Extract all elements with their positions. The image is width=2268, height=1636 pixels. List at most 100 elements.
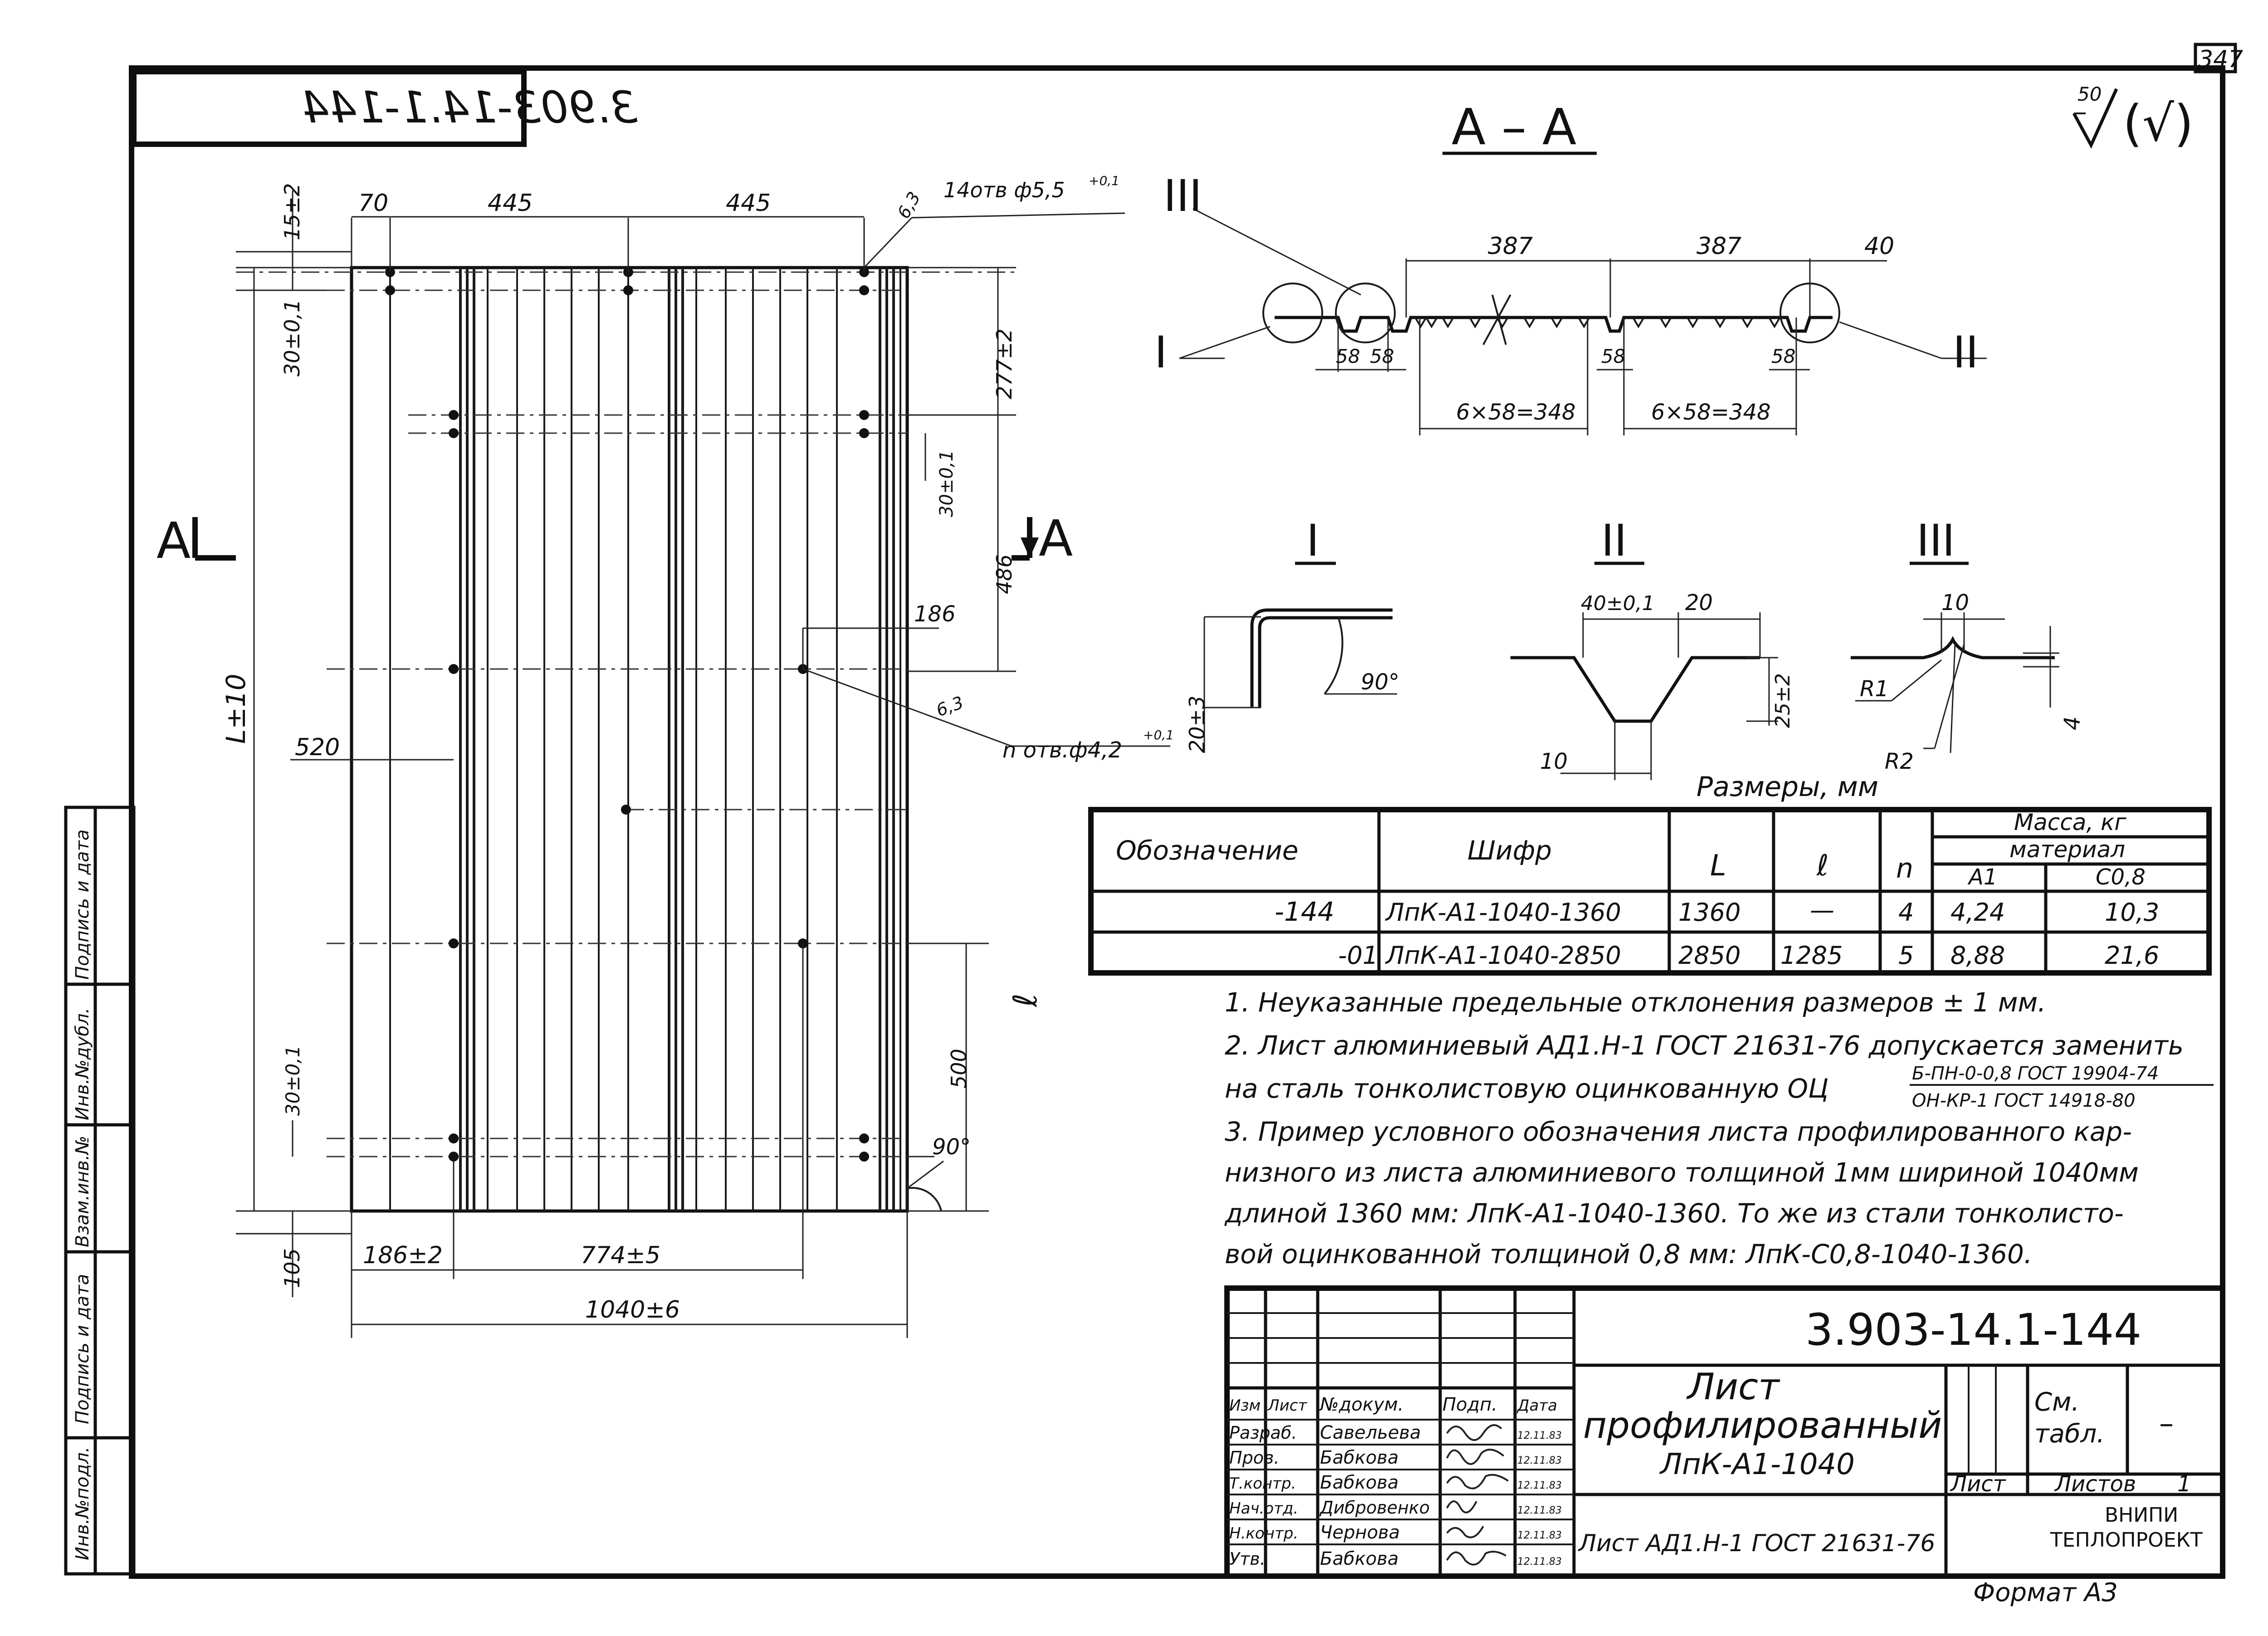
det-40: 40±0,1	[1581, 592, 1655, 615]
dim-774: 774±5	[581, 1242, 660, 1269]
signatures	[1446, 1424, 1509, 1566]
det-r1: R1	[1860, 676, 1889, 702]
td-a1: 4,24	[1950, 898, 2005, 927]
note-2a: 2. Лист алюминиевый АД1.Н-1 ГОСТ 21631-7…	[1225, 1030, 2184, 1061]
dim-186: 186	[914, 601, 956, 627]
side-stamp-2: Подпись и дата	[72, 1274, 93, 1424]
tb-lists-val: 1	[2177, 1471, 2191, 1497]
title-block	[1224, 1285, 2225, 1579]
td-n: 5	[1898, 941, 1914, 970]
sec-348-a: 6×58=348	[1456, 400, 1576, 425]
dim-holes-top: 14отв ф5,5	[943, 178, 1065, 202]
sec-58-a: 58	[1336, 345, 1360, 367]
roughness-paren: (√)	[2123, 94, 2194, 152]
th-designation: Обозначение	[1116, 835, 1298, 866]
det-20b: 20	[1685, 590, 1713, 615]
dim-186b: 186±2	[363, 1242, 443, 1269]
dim-1040: 1040±6	[585, 1296, 680, 1323]
td-a1: 8,88	[1950, 941, 2005, 970]
dim-445-b: 445	[726, 190, 771, 217]
tb-name-2: профилированный	[1583, 1404, 1942, 1446]
det-4: 4	[2060, 716, 2085, 730]
tb-date-1: 12.11.83	[1517, 1430, 1562, 1441]
section-mark-III: III	[1163, 171, 1202, 221]
note-2-denominator: ОН-КР-1 ГОСТ 14918-80	[1912, 1090, 2136, 1111]
td-L: 2850	[1678, 941, 1740, 970]
title-block-texts: 3.903-14.1-144 Лист профилированный ЛпК-…	[1229, 1304, 2203, 1607]
dim-486: 486	[992, 554, 1017, 594]
dim-70: 70	[358, 190, 388, 217]
table-row-1: -144 ЛпК-А1-1040-1360 1360 — 4 4,24 10,3	[1275, 896, 2159, 927]
det-25: 25±2	[1771, 673, 1794, 728]
det-10: 10	[1540, 749, 1568, 774]
tb-dash: –	[2159, 1407, 2174, 1441]
side-stamp-5: Подпись и дата	[72, 830, 93, 980]
th-l: ℓ	[1816, 849, 1828, 883]
tb-role-4: Нач.отд.	[1229, 1499, 1298, 1518]
detail-titles: I II III	[1295, 515, 1969, 566]
note-3a: 3. Пример условного обозначения листа пр…	[1225, 1116, 2132, 1147]
section-texts: III I II 387 387 40 58 58 58 58 6×58=348…	[1154, 171, 1979, 425]
td-c08: 10,3	[2105, 898, 2159, 927]
sec-40: 40	[1864, 233, 1894, 260]
note-3c: длиной 1360 мм: ЛпК-А1-1040-1360. То же …	[1224, 1198, 2124, 1229]
section-title: А – А	[1452, 98, 1576, 156]
tb-name-p5: Чернова	[1320, 1522, 1400, 1543]
dim-30-b: 30±0,1	[936, 450, 957, 517]
tb-name-p6: Бабкова	[1320, 1548, 1398, 1569]
holes	[385, 267, 869, 1162]
section-marker-right	[1012, 517, 1039, 561]
th-n: n	[1896, 853, 1913, 884]
tb-date-6: 12.11.83	[1517, 1556, 1562, 1568]
section-marker-left	[192, 517, 236, 561]
dim-105: 105	[280, 1248, 304, 1288]
detail-III-drawing	[1851, 612, 2059, 753]
detail-II: II	[1601, 515, 1627, 566]
sec-58-c: 58	[1601, 345, 1625, 367]
tb-org-1: ВНИПИ	[2105, 1504, 2178, 1527]
th-L: L	[1710, 849, 1726, 883]
dim-15: 15±2	[280, 183, 304, 240]
roughness-icon	[2072, 88, 2118, 149]
tb-name-1: Лист	[1686, 1366, 1780, 1408]
tb-name-p1: Савельева	[1320, 1422, 1421, 1443]
dim-30-c: 30±0,1	[282, 1045, 304, 1116]
det-r2: R2	[1885, 749, 1914, 774]
tb-list-label: Лист	[1950, 1471, 2007, 1497]
th-material: материал	[2009, 836, 2125, 863]
tb-head-date: Дата	[1516, 1397, 1557, 1415]
td-designation: -01	[1338, 941, 1378, 970]
mirrored-code: 3.903-14.1-144	[301, 82, 637, 133]
tb-date-4: 12.11.83	[1517, 1505, 1562, 1516]
dim-520: 520	[295, 734, 340, 761]
th-a1: А1	[1967, 864, 1997, 890]
dim-holes-top-tol: +0,1	[1089, 173, 1119, 188]
dim-holes-mid-tol: +0,1	[1143, 728, 1174, 742]
td-designation: -144	[1275, 896, 1334, 927]
section-mark-II: II	[1953, 327, 1979, 378]
side-stamp-1: Инв.№подл.	[72, 1446, 93, 1560]
detail-III: III	[1916, 515, 1955, 566]
tb-org-2: ТЕПЛОПРОЕКТ	[2050, 1529, 2203, 1552]
tb-head-list: Лист	[1267, 1397, 1307, 1415]
tb-name-3: ЛпК-А1-1040	[1659, 1448, 1855, 1481]
detail-I: I	[1306, 515, 1319, 566]
corrugation-lines	[389, 268, 901, 1211]
section-mark-I: I	[1154, 327, 1167, 378]
plan-view	[236, 266, 1016, 1213]
spec-table	[1088, 807, 2212, 976]
sec-387-b: 387	[1696, 233, 1741, 260]
table-row-2: -01 ЛпК-А1-1040-2850 2850 1285 5 8,88 21…	[1338, 941, 2159, 970]
detail-I-drawing	[1203, 608, 1397, 753]
section-profile	[1179, 208, 1987, 435]
side-stamp-3: Взам.инв.№	[72, 1136, 93, 1247]
tb-role-3: Т.контр.	[1229, 1475, 1296, 1493]
dim-30-a: 30±0,1	[280, 299, 304, 376]
tb-role-5: Н.контр.	[1229, 1524, 1298, 1543]
tb-role-1: Разраб.	[1229, 1423, 1297, 1443]
td-n: 4	[1898, 898, 1914, 927]
td-l: —	[1810, 896, 1834, 924]
side-stamp	[64, 806, 136, 1576]
td-code: ЛпК-А1-1040-2850	[1385, 941, 1621, 970]
tb-date-5: 12.11.83	[1517, 1530, 1562, 1541]
